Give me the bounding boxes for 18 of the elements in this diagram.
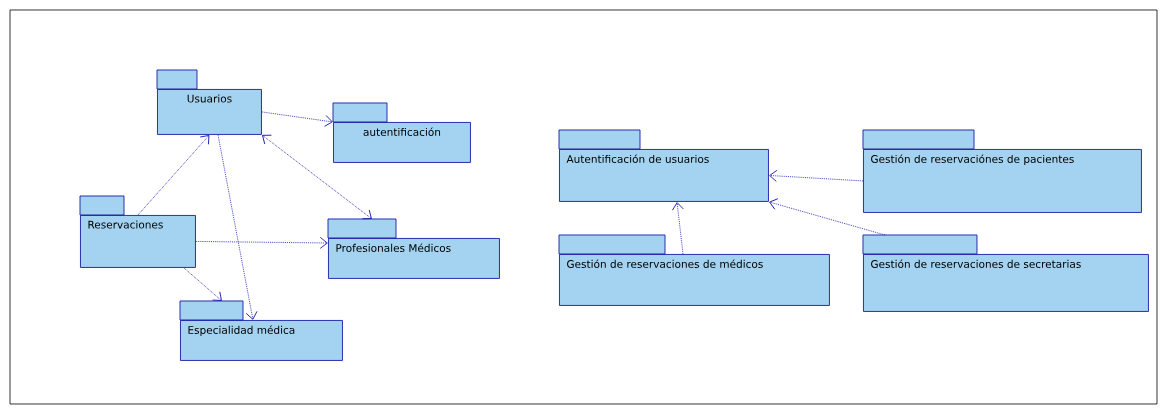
dependency-arrow xyxy=(261,111,333,127)
package-box: Especialidad médica xyxy=(179,300,343,361)
package-box: Gestión de reservaciones de médicos xyxy=(558,234,830,306)
package-box: Gestión de reservaciónes de pacientes xyxy=(862,129,1142,213)
dependency-arrow xyxy=(769,169,864,182)
package-box: autentificación xyxy=(332,102,471,163)
package-box: Reservaciones xyxy=(79,195,196,268)
package-box: Profesionales Médicos xyxy=(327,218,500,279)
dependency-arrow xyxy=(217,134,258,320)
package-box: Autentificación de usuarios xyxy=(558,129,769,202)
package-box: Gestión de reservaciones de secretarias xyxy=(862,234,1149,312)
dependency-arrow xyxy=(671,202,684,255)
dependency-arrow xyxy=(769,198,886,236)
dependency-arrow xyxy=(137,135,210,216)
dependency-arrow xyxy=(183,267,222,301)
dependency-arrow xyxy=(195,236,328,249)
package-box: Usuarios xyxy=(156,69,262,135)
dependency-arrow xyxy=(262,134,372,220)
